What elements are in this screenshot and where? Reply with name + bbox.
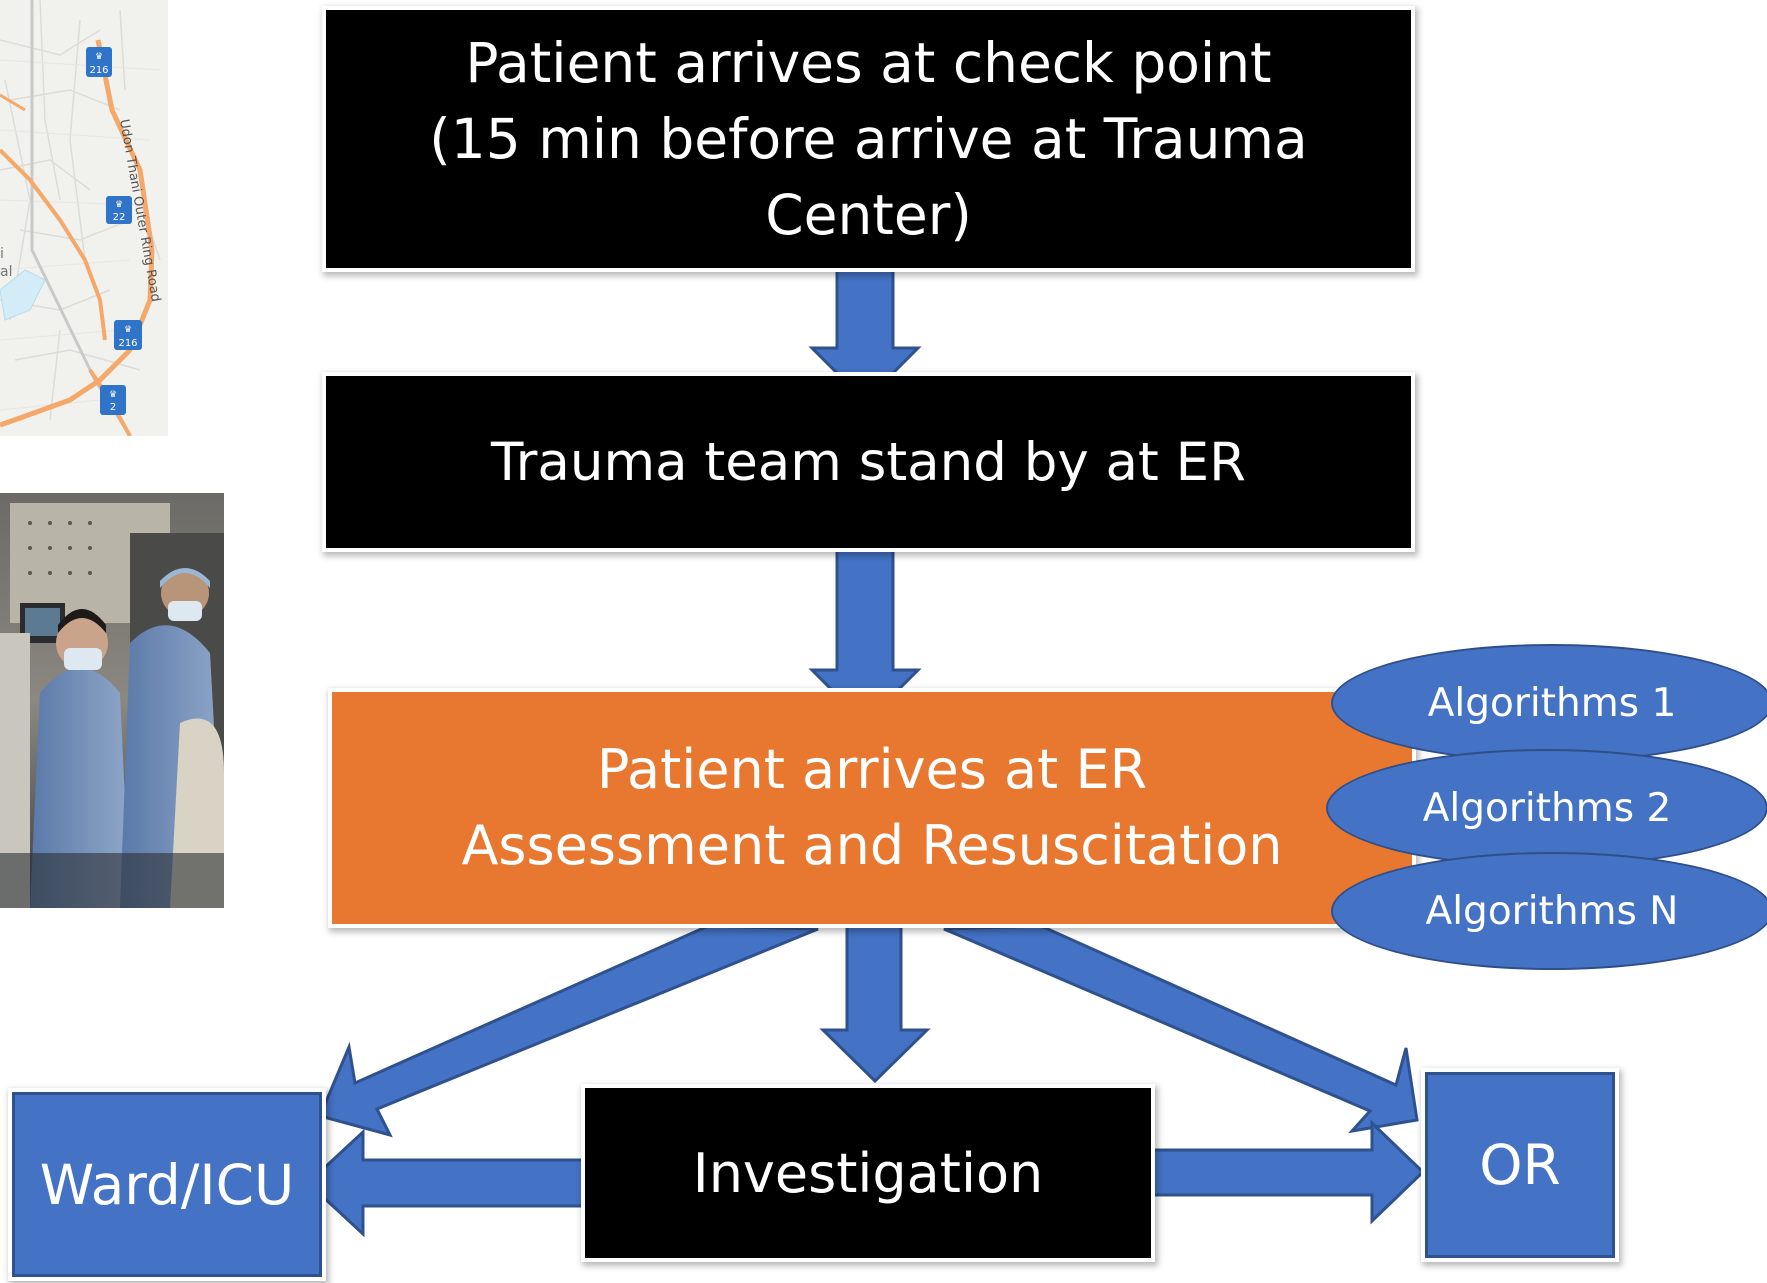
checkpoint-line-1: Patient arrives at check point bbox=[465, 31, 1272, 95]
arrow-diagonal-left-icon bbox=[317, 924, 819, 1138]
algorithm-ellipse-2: Algorithms 2 bbox=[1326, 749, 1767, 867]
map-edge-text: al bbox=[0, 264, 12, 280]
map-graphic: 216 ♛ 22 ♛ 216 ♛ 2 ♛ Udon Thani Outer Ri… bbox=[0, 0, 168, 436]
checkpoint-box: Patient arrives at check point (15 min b… bbox=[326, 10, 1411, 268]
svg-text:♛: ♛ bbox=[124, 325, 132, 335]
highway-shield-icon: 216 ♛ bbox=[114, 320, 142, 350]
svg-text:216: 216 bbox=[89, 65, 108, 76]
er-line-1: Patient arrives at ER bbox=[596, 738, 1148, 801]
arrow-right-icon bbox=[1109, 1119, 1426, 1225]
algorithm-label: Algorithms 2 bbox=[1422, 785, 1672, 831]
svg-text:2: 2 bbox=[110, 402, 116, 413]
map-edge-text: i bbox=[0, 246, 4, 262]
photo-graphic bbox=[0, 493, 224, 908]
highway-shield-icon: 22 ♛ bbox=[106, 196, 132, 224]
highway-shield-icon: 216 ♛ bbox=[86, 47, 112, 77]
svg-text:♛: ♛ bbox=[115, 200, 123, 210]
or-box: OR bbox=[1425, 1072, 1615, 1258]
trauma-team-photo bbox=[0, 493, 224, 908]
ward-icu-label: Ward/ICU bbox=[39, 1152, 295, 1217]
investigation-box: Investigation bbox=[585, 1088, 1151, 1258]
algorithm-label: Algorithms N bbox=[1425, 888, 1679, 934]
arrow-diagonal-right-icon bbox=[943, 924, 1419, 1134]
svg-text:♛: ♛ bbox=[95, 52, 103, 62]
algorithm-ellipse-1: Algorithms 1 bbox=[1331, 644, 1767, 762]
er-line-2: Assessment and Resuscitation bbox=[461, 814, 1283, 877]
investigation-label: Investigation bbox=[692, 1141, 1044, 1205]
highway-shield-icon: 2 ♛ bbox=[100, 385, 126, 415]
or-label: OR bbox=[1479, 1133, 1561, 1197]
arrow-down-icon bbox=[819, 923, 931, 1084]
map-thumbnail: 216 ♛ 22 ♛ 216 ♛ 2 ♛ Udon Thani Outer Ri… bbox=[0, 0, 168, 436]
arrow-left-icon bbox=[305, 1128, 626, 1238]
svg-text:♛: ♛ bbox=[109, 390, 117, 400]
ward-icu-box: Ward/ICU bbox=[12, 1092, 322, 1277]
checkpoint-line-2: (15 min before arrive at Trauma Center) bbox=[429, 107, 1308, 247]
algorithm-ellipse-n: Algorithms N bbox=[1331, 852, 1767, 970]
svg-text:216: 216 bbox=[118, 338, 137, 349]
svg-text:22: 22 bbox=[113, 212, 126, 223]
standby-label: Trauma team stand by at ER bbox=[491, 431, 1246, 493]
standby-box: Trauma team stand by at ER bbox=[326, 376, 1411, 548]
er-assessment-box: Patient arrives at ER Assessment and Res… bbox=[332, 692, 1412, 924]
algorithm-label: Algorithms 1 bbox=[1427, 680, 1677, 726]
